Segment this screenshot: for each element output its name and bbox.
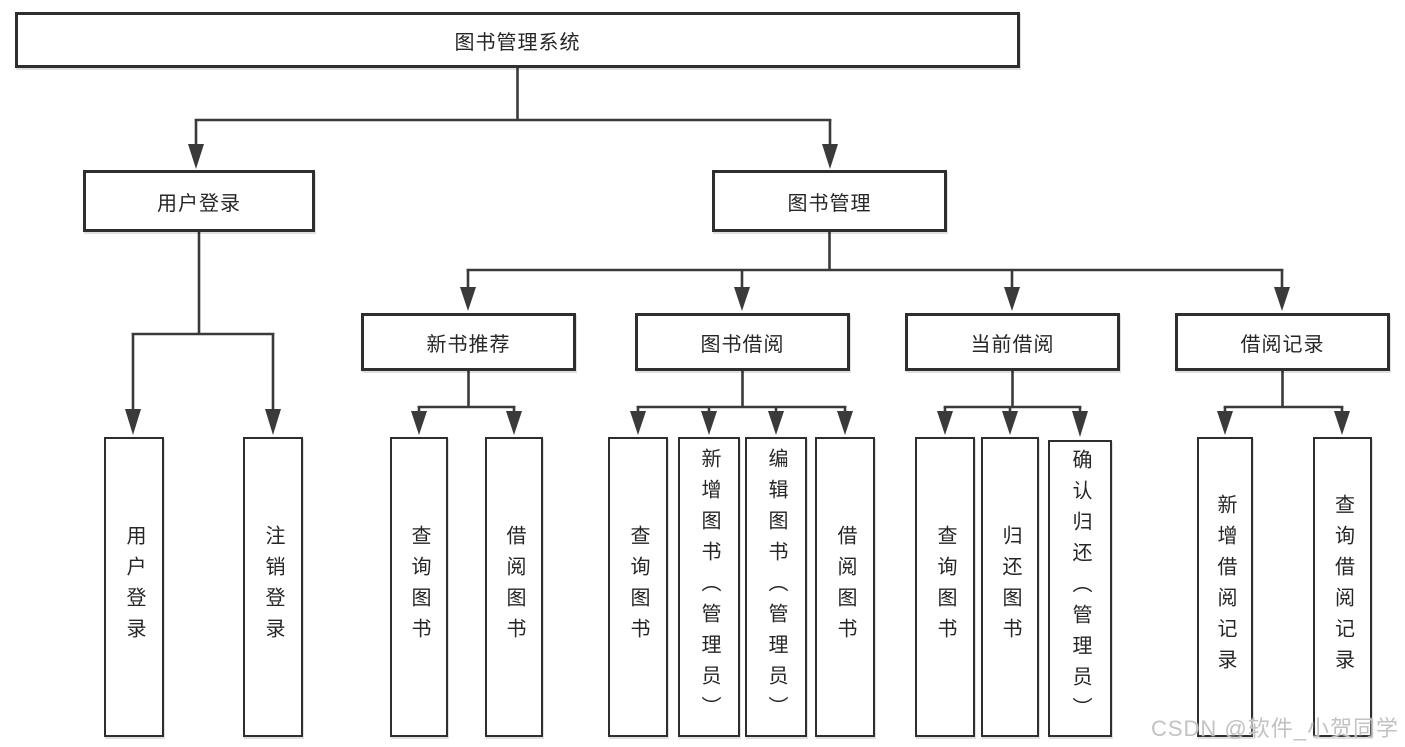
leaf-query-borrow-record: 查询借阅记录 bbox=[1313, 437, 1372, 737]
leaf-label: 查询图书 bbox=[934, 525, 956, 649]
node-label: 当前借阅 bbox=[970, 333, 1055, 356]
node-label: 图书借阅 bbox=[700, 333, 785, 356]
node-user-login: 用户登录 bbox=[83, 170, 315, 232]
leaf-label: 新增借阅记录 bbox=[1214, 494, 1236, 680]
leaf-current-query-books: 查询图书 bbox=[915, 437, 975, 737]
node-label: 图书管理 bbox=[787, 192, 872, 215]
csdn-watermark: CSDN @软件_小贺同学 bbox=[1150, 716, 1399, 741]
node-borrow-records: 借阅记录 bbox=[1175, 313, 1390, 371]
leaf-label: 查询图书 bbox=[627, 525, 649, 649]
node-label: 图书管理系统 bbox=[454, 31, 581, 54]
node-label: 借阅记录 bbox=[1240, 333, 1325, 356]
leaf-label: 编辑图书（管理员） bbox=[765, 447, 787, 727]
node-book-borrow: 图书借阅 bbox=[635, 313, 850, 371]
leaf-return-books: 归还图书 bbox=[981, 437, 1039, 737]
leaf-add-book-admin: 新增图书（管理员） bbox=[678, 437, 740, 737]
leaf-label: 归还图书 bbox=[999, 525, 1021, 649]
node-label: 用户登录 bbox=[157, 192, 241, 215]
leaf-label: 确认归还（管理员） bbox=[1069, 449, 1091, 728]
leaf-label: 借阅图书 bbox=[834, 525, 856, 649]
leaf-recommend-query-books: 查询图书 bbox=[390, 437, 448, 737]
leaf-borrow-query-books: 查询图书 bbox=[608, 437, 668, 737]
leaf-label: 用户登录 bbox=[123, 525, 145, 649]
node-book-management: 图书管理 bbox=[712, 170, 947, 232]
leaf-borrow-borrow-books: 借阅图书 bbox=[815, 437, 875, 737]
leaf-edit-book-admin: 编辑图书（管理员） bbox=[745, 437, 807, 737]
node-label: 新书推荐 bbox=[426, 333, 511, 356]
leaf-label: 新增图书（管理员） bbox=[698, 447, 720, 727]
node-current-borrow: 当前借阅 bbox=[905, 313, 1120, 371]
leaf-user-login: 用户登录 bbox=[104, 437, 164, 737]
node-root: 图书管理系统 bbox=[15, 12, 1020, 68]
leaf-logout: 注销登录 bbox=[243, 437, 303, 737]
leaf-recommend-borrow-books: 借阅图书 bbox=[485, 437, 543, 737]
node-new-book-recommend: 新书推荐 bbox=[361, 313, 576, 371]
leaf-confirm-return-admin: 确认归还（管理员） bbox=[1048, 440, 1112, 737]
leaf-add-borrow-record: 新增借阅记录 bbox=[1197, 437, 1253, 737]
leaf-label: 查询图书 bbox=[408, 525, 430, 649]
leaf-label: 查询借阅记录 bbox=[1331, 494, 1354, 680]
leaf-label: 借阅图书 bbox=[503, 525, 525, 649]
leaf-label: 注销登录 bbox=[262, 525, 284, 649]
